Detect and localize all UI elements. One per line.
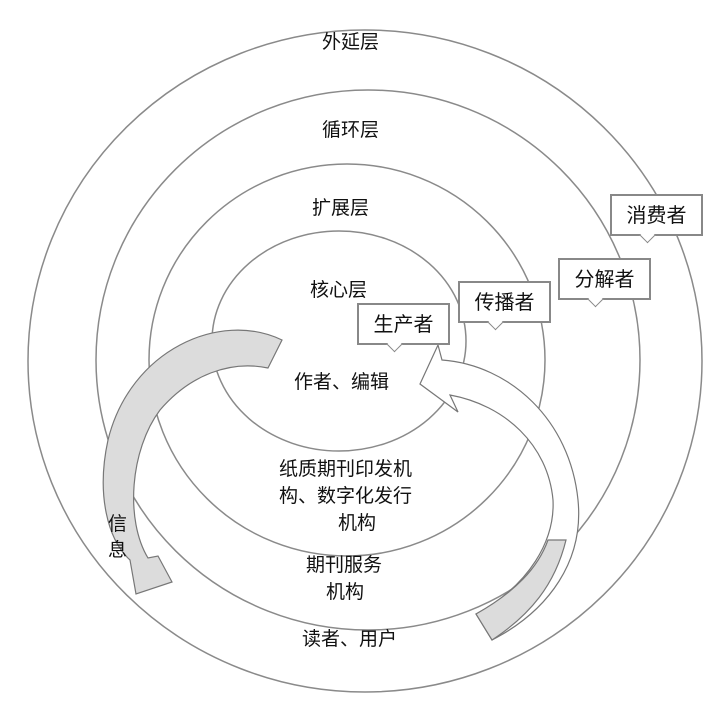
extension-layer-ring	[148, 163, 546, 557]
info-label-char-2: 息	[108, 539, 128, 561]
core-layer-label: 核心层	[310, 279, 368, 301]
role-producer: 生产者	[357, 303, 450, 345]
outer-actor-label: 读者、用户	[302, 628, 398, 650]
return-flow-arrow-tail	[475, 539, 567, 641]
extension-actor-line-3: 机构	[338, 512, 377, 534]
info-label-char-1: 信	[108, 513, 128, 535]
extension-layer-label: 扩展层	[312, 197, 370, 219]
cycle-layer-ring	[95, 89, 641, 631]
role-consumer: 消费者	[610, 194, 703, 236]
outer-layer-ring	[27, 29, 703, 693]
role-decomposer: 分解者	[558, 258, 651, 300]
cycle-actor-line-1: 期刊服务	[306, 554, 383, 576]
outer-layer-label: 外延层	[322, 31, 380, 53]
extension-actor-line-1: 纸质期刊印发机	[279, 458, 413, 480]
cycle-layer-label: 循环层	[322, 119, 380, 141]
info-flow-arrow-left	[102, 329, 283, 595]
role-disseminator: 传播者	[458, 281, 551, 323]
extension-actor-line-2: 构、数字化发行	[279, 485, 413, 507]
core-actor-label: 作者、编辑	[294, 371, 390, 393]
cycle-actor-line-2: 机构	[326, 581, 365, 603]
